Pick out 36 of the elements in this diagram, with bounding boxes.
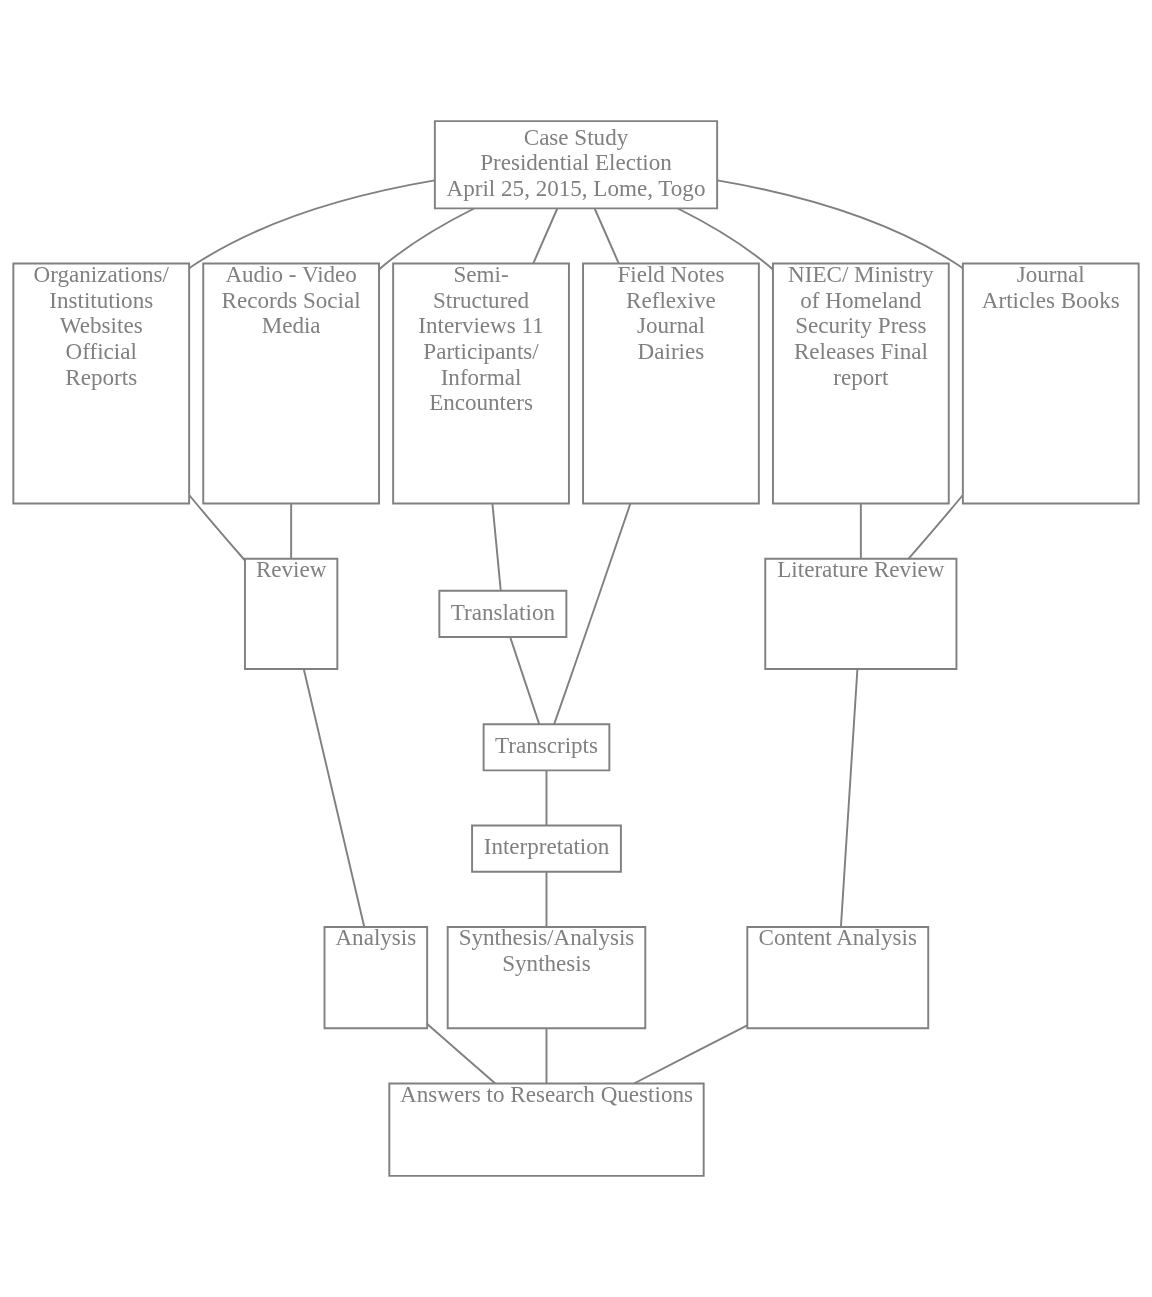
connector bbox=[716, 179, 964, 270]
connector bbox=[491, 502, 502, 592]
connector bbox=[859, 502, 862, 560]
connector bbox=[545, 1027, 548, 1085]
connector bbox=[302, 668, 366, 928]
node-box: Review bbox=[244, 557, 339, 670]
connector bbox=[509, 636, 541, 726]
connector bbox=[188, 494, 246, 562]
node-box: Analysis bbox=[323, 926, 429, 1030]
node-box: Interpretation bbox=[471, 824, 622, 873]
node-box: Case Study Presidential Election April 25, 2015, Lome, Togo bbox=[433, 120, 719, 210]
connector bbox=[593, 207, 620, 265]
connector bbox=[553, 502, 632, 726]
node-box: Content Analysis bbox=[746, 926, 930, 1030]
node-box: Literature Review bbox=[764, 557, 958, 670]
node-box: Synthesis/Analysis Synthesis bbox=[446, 926, 647, 1030]
node-box: Field Notes Reflexive Journal Dairies bbox=[582, 262, 760, 505]
connector bbox=[840, 668, 859, 928]
connector bbox=[633, 1024, 749, 1085]
connector bbox=[290, 502, 293, 560]
node-box: Journal Articles Books bbox=[961, 262, 1140, 505]
node-box: Answers to Research Questions bbox=[388, 1082, 705, 1177]
node-box: Audio - Video Records Social Media bbox=[202, 262, 380, 505]
node-box: Organizations/ Institutions Websites Official Reports bbox=[12, 262, 191, 505]
node-box: Translation bbox=[438, 589, 568, 638]
connector bbox=[545, 871, 548, 928]
connector bbox=[378, 207, 475, 271]
node-box: Semi-Structured Interviews 11 Participants/ Informal Encounters bbox=[392, 262, 570, 505]
connector bbox=[188, 179, 436, 270]
node-box: NIEC/ Ministry of Homeland Security Press Releases Final report bbox=[772, 262, 950, 505]
connector bbox=[532, 207, 559, 265]
connector bbox=[677, 207, 774, 271]
connector bbox=[426, 1023, 496, 1085]
connector bbox=[545, 769, 548, 827]
node-box: Transcripts bbox=[482, 723, 611, 772]
connector bbox=[907, 494, 964, 560]
